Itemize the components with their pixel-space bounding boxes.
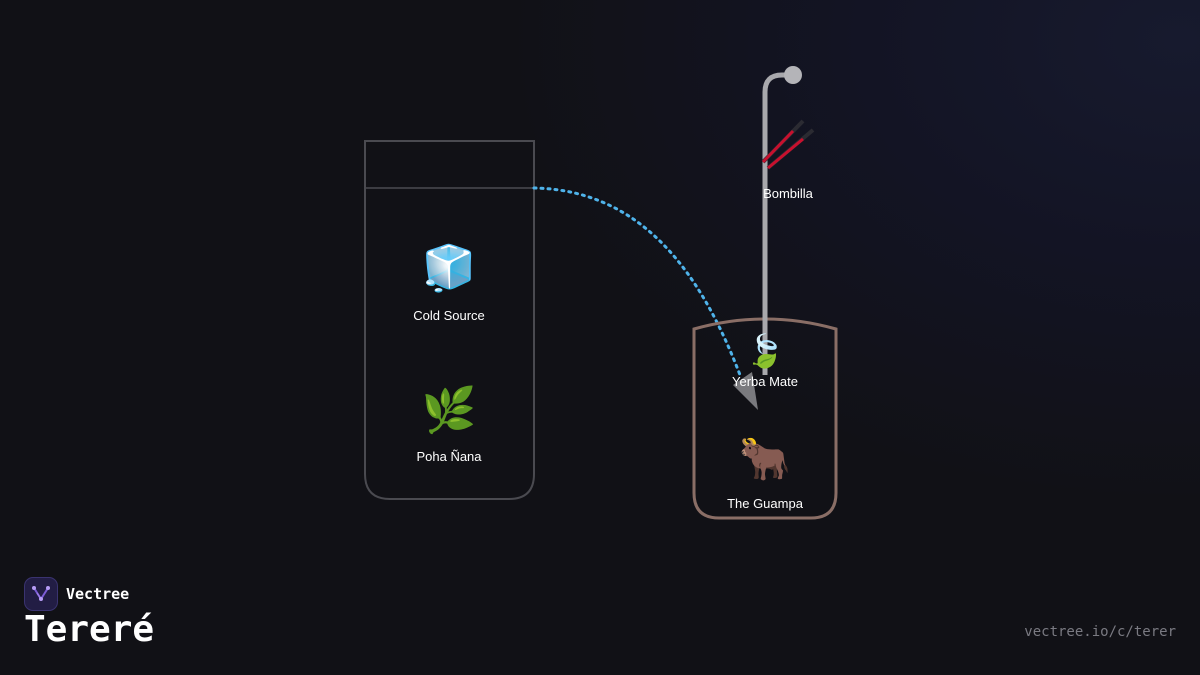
brand-name: Vectree: [66, 585, 130, 603]
the-guampa-label: The Guampa: [727, 496, 804, 511]
guampa-container: 🐂 The Guampa: [692, 317, 838, 520]
bombilla: Bombilla: [761, 66, 815, 375]
bombilla-label: Bombilla: [763, 186, 814, 201]
bombilla-straw: [762, 72, 793, 375]
left-container-outline: [364, 140, 535, 500]
bombilla-mouthpiece: [784, 66, 802, 84]
source-url[interactable]: vectree.io/c/terer: [1024, 624, 1176, 640]
herb-icon: 🌿: [422, 385, 477, 436]
ox-icon: 🐂: [739, 434, 791, 483]
bombilla-accent-stripe-2-red: [767, 137, 804, 170]
yerba-mate-label: Yerba Mate: [732, 374, 798, 389]
yerba-mate-node: 🍃 Yerba Mate: [732, 332, 798, 389]
leaf-icon: 🍃: [745, 332, 785, 370]
ice-cube-icon: 🧊: [422, 243, 477, 294]
bombilla-accent-stripe-1-red: [761, 129, 795, 164]
guampa-outline: [692, 317, 838, 520]
page-title: Tereré: [24, 609, 155, 650]
cold-source-label: Cold Source: [413, 308, 485, 323]
left-container: 🧊 Cold Source 🌿 Poha Ñana: [364, 140, 535, 500]
flow-arrow: [532, 186, 742, 377]
flow-arrowhead: [733, 372, 758, 410]
poha-nana-label: Poha Ñana: [416, 449, 482, 464]
vectree-logo-icon: [24, 577, 58, 611]
brand: Vectree: [24, 577, 129, 611]
